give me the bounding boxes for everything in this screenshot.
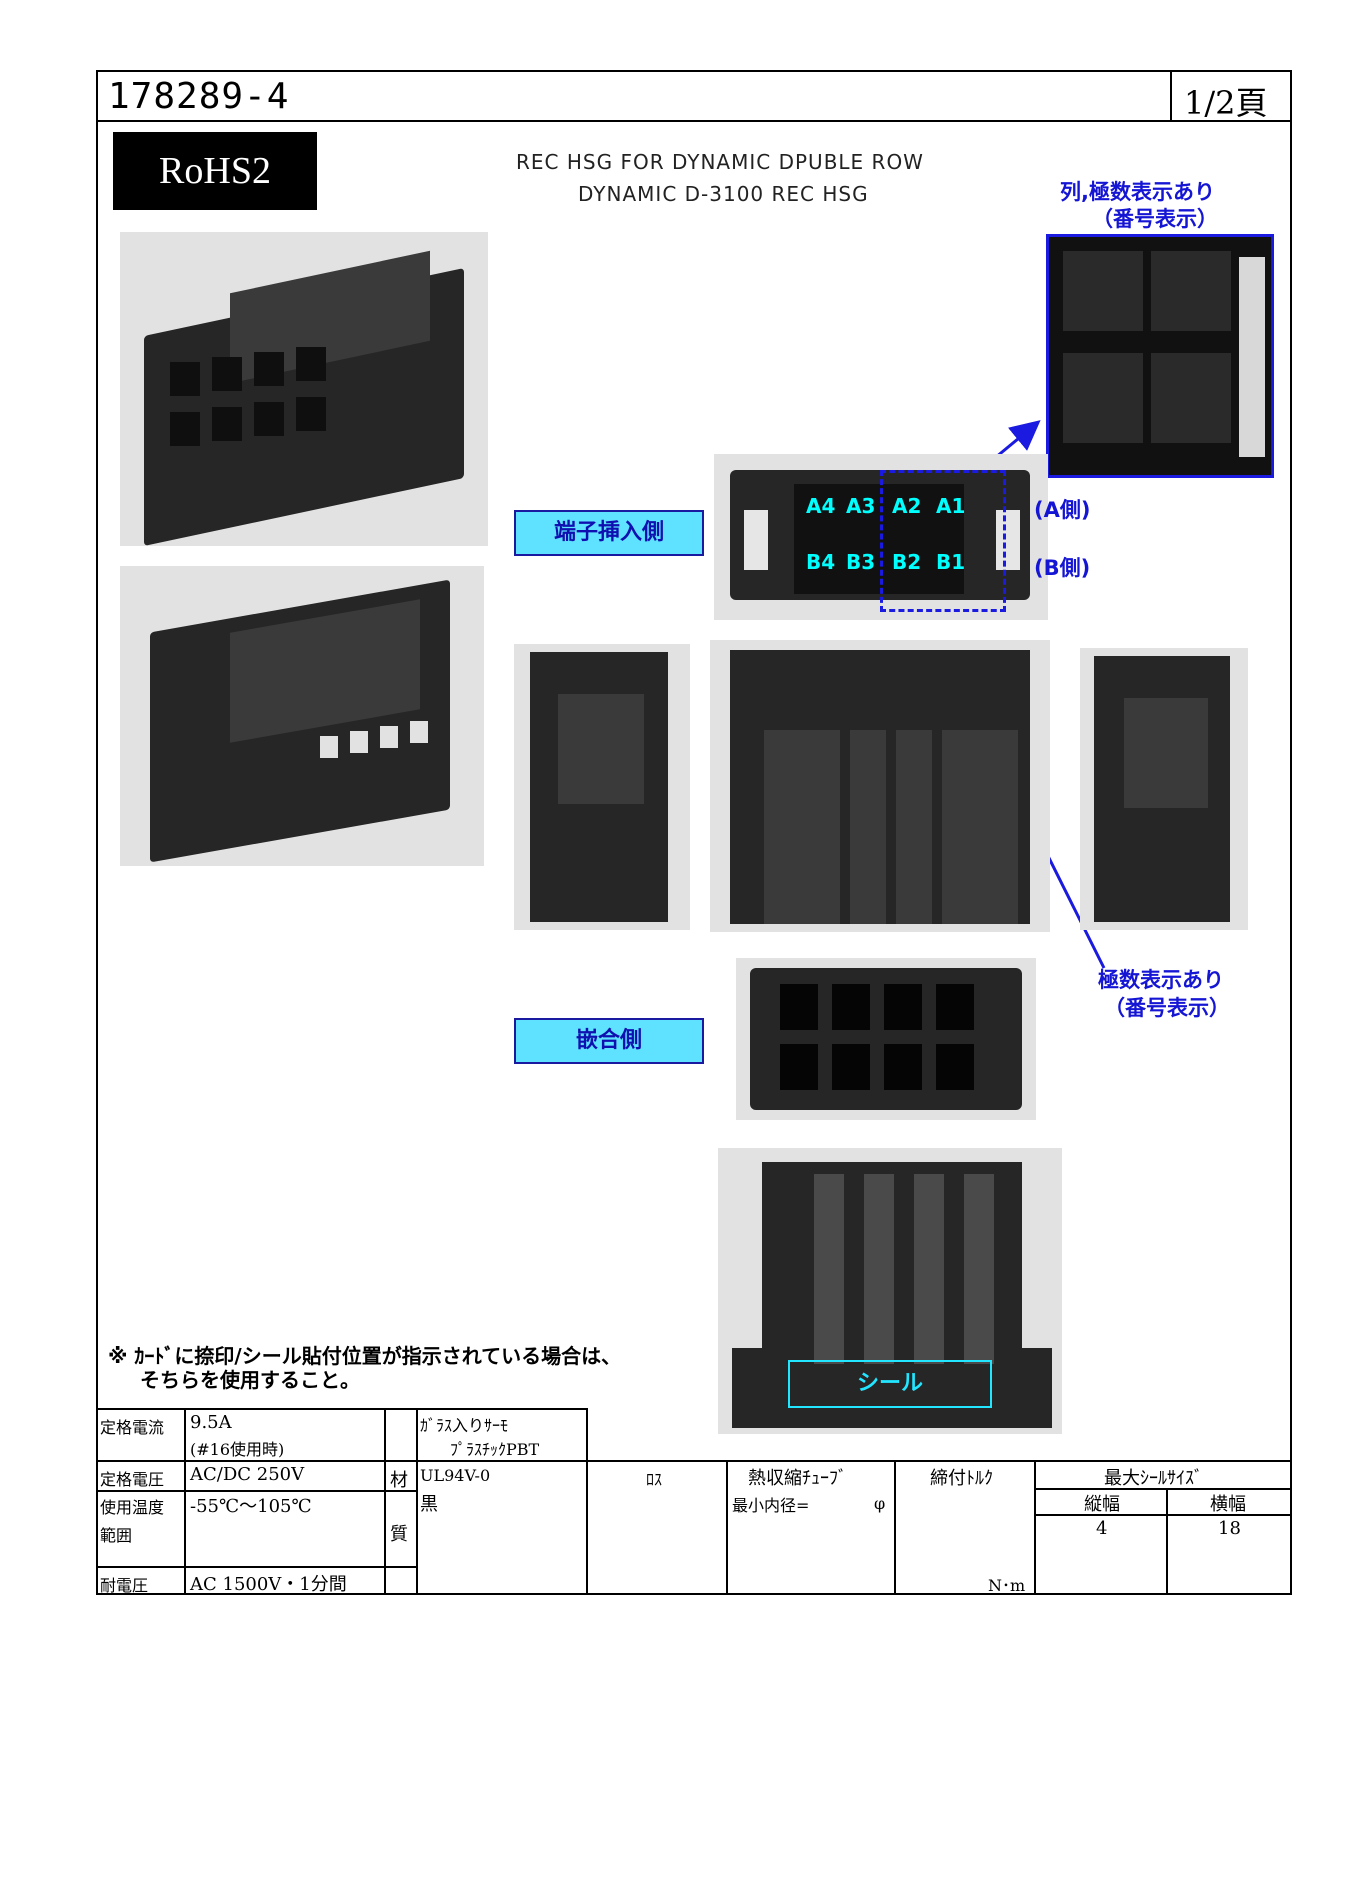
note-column-pole-marking: 列,極数表示あり [1060,180,1215,204]
photo-mating-side [736,958,1036,1120]
photo-side-left [514,644,690,930]
note-side-a: (A側) [1034,498,1091,522]
withstand-voltage-label: 耐電圧 [100,1576,149,1595]
pin-b2: B2 [892,550,922,574]
note-pole-marking: 極数表示あり [1098,968,1224,992]
zoom-inset [1046,234,1274,478]
pin-a1: A1 [936,494,966,518]
page-separator [1170,72,1172,122]
photo-side-right [1080,648,1248,930]
rohs-badge: RoHS2 [113,132,317,210]
seal-height-label: 縦幅 [1084,1494,1120,1515]
material-line-1: ｶﾞﾗｽ入りｻｰﾓ [420,1416,509,1435]
pin-b4: B4 [806,550,836,574]
note-number-display: （番号表示） [1092,207,1218,231]
title-bar [98,72,1290,122]
torque-unit: N･m [988,1576,1026,1595]
label-mating-side: 嵌合側 [514,1018,704,1064]
loss-label: ﾛｽ [646,1470,663,1489]
photo-top-view [710,640,1050,932]
material-line-2: ﾌﾟﾗｽﾁｯｸPBT [450,1440,540,1459]
label-insert-side: 端子挿入側 [514,510,704,556]
footnote-line-1: ※ ｶｰﾄﾞに捺印/シール貼付位置が指示されている場合は、 [108,1344,622,1368]
pin-b3: B3 [846,550,876,574]
seal-width-label: 横幅 [1210,1494,1246,1515]
rated-current-note: (#16使用時) [190,1440,285,1459]
seal-label: シール [788,1360,992,1408]
heat-shrink-min-label: 最小内径= [732,1496,810,1515]
withstand-voltage-value: AC 1500V・1分間 [190,1574,347,1595]
material-line-4: 黒 [420,1494,438,1515]
seal-width-value: 18 [1218,1518,1241,1539]
highlight-dashed-box [880,470,1006,612]
photo-iso-back [120,566,484,866]
part-number: 178289-4 [108,76,290,117]
rated-current-value: 9.5A [190,1412,232,1433]
photo-seal-view [718,1148,1062,1434]
footnote-line-2: そちらを使用すること。 [140,1368,360,1392]
material-label-2: 質 [390,1524,408,1545]
material-line-3: UL94V-0 [420,1466,491,1485]
rated-current-label: 定格電流 [100,1418,165,1437]
seal-height-value: 4 [1096,1518,1108,1539]
description-line-1: REC HSG FOR DYNAMIC DPUBLE ROW [516,150,924,174]
photo-iso-front [120,232,488,546]
temperature-label-1: 使用温度 [100,1498,165,1517]
temperature-value: -55℃～105℃ [190,1496,312,1517]
temperature-label-2: 範囲 [100,1526,133,1545]
page-number: 1/2頁 [1184,84,1268,122]
torque-label: 締付ﾄﾙｸ [930,1468,993,1489]
rated-voltage-value: AC/DC 250V [190,1464,305,1485]
description-line-2: DYNAMIC D-3100 REC HSG [578,182,869,206]
heat-shrink-label: 熱収縮ﾁｭｰﾌﾞ [748,1468,847,1489]
note-number-display-2: （番号表示） [1104,996,1230,1020]
material-label-1: 材 [390,1470,408,1491]
pin-b1: B1 [936,550,966,574]
pin-a3: A3 [846,494,876,518]
max-seal-size-label: 最大ｼｰﾙｻｲｽﾞ [1104,1468,1203,1489]
note-side-b: (B側) [1034,556,1091,580]
heat-shrink-phi: φ [874,1494,886,1513]
rated-voltage-label: 定格電圧 [100,1470,165,1489]
pin-a2: A2 [892,494,922,518]
document-frame [96,70,1292,1595]
pin-a4: A4 [806,494,836,518]
